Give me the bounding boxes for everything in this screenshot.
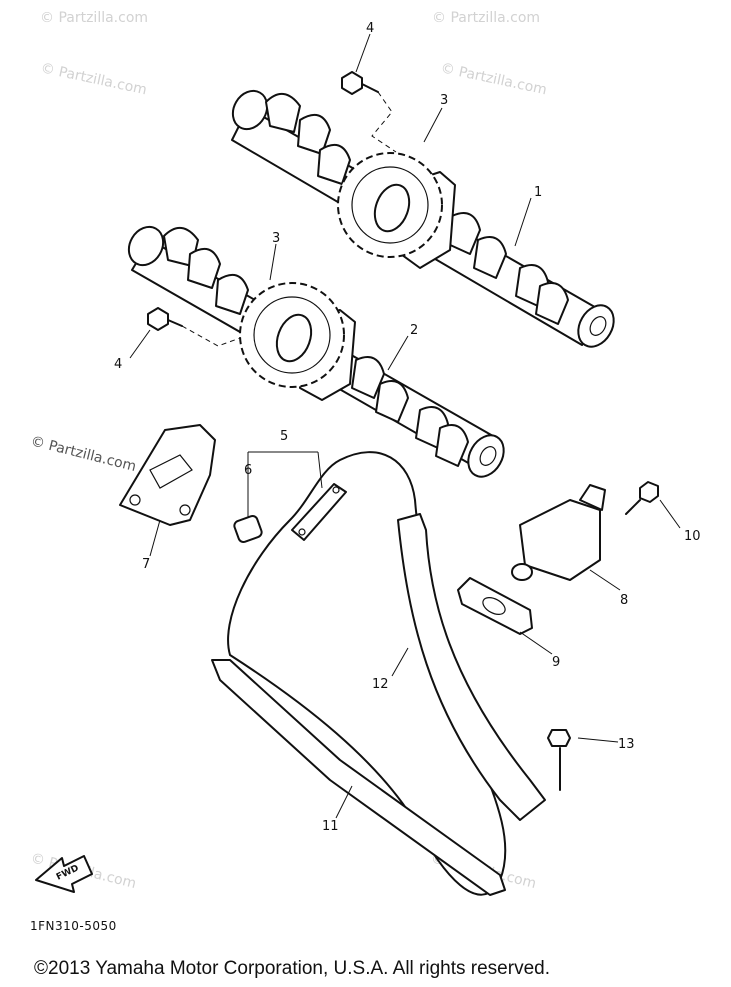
callout-12: 12 (372, 677, 389, 692)
leader-line (335, 785, 353, 819)
chain-joint-6 (233, 514, 263, 544)
chain-joint-5 (291, 483, 347, 541)
tensioner-bolt-10 (625, 481, 659, 515)
callout-11: 11 (322, 819, 339, 834)
callout-5: 5 (280, 429, 288, 444)
callout-6: 6 (244, 463, 252, 478)
callout-13: 13 (618, 737, 635, 752)
cam-sprocket-lower (239, 282, 345, 388)
diagram-part-code: 1FN310-5050 (30, 919, 117, 933)
callout-3: 3 (440, 93, 448, 108)
callout-10: 10 (684, 529, 701, 544)
leader-line (149, 519, 161, 557)
leader-line (423, 107, 443, 143)
callout-4: 4 (366, 21, 374, 36)
leader-line (269, 243, 277, 281)
watermark: © Partzilla.com (40, 10, 148, 26)
cam-sprocket-upper (337, 152, 443, 258)
sprocket-bolt-lower (147, 307, 241, 347)
watermark: © Partzilla.com (439, 60, 548, 98)
callout-3: 3 (272, 231, 280, 246)
leader-line (659, 499, 681, 529)
leader-line (589, 569, 621, 591)
leader-line (355, 33, 371, 73)
leader-line (391, 647, 409, 677)
callout-9: 9 (552, 655, 560, 670)
callout-8: 8 (620, 593, 628, 608)
leader-line (514, 197, 532, 247)
watermark: © Partzilla.com (39, 60, 148, 98)
cam-chain (227, 451, 507, 896)
callout-7: 7 (142, 557, 150, 572)
chain-guide-top-7 (119, 424, 216, 526)
leader-line (129, 329, 151, 359)
leader-line (247, 451, 323, 518)
leader-line (387, 335, 409, 371)
forward-arrow-icon: FWD (35, 855, 93, 893)
guide-bolt-13 (547, 729, 571, 791)
watermark: © Partzilla.com (29, 433, 138, 475)
copyright-notice: ©2013 Yamaha Motor Corporation, U.S.A. A… (34, 958, 550, 979)
leader-line (519, 631, 553, 655)
watermark: © Partzilla.com (432, 10, 540, 26)
chain-guide-11 (211, 659, 506, 896)
tensioner-gasket-9 (457, 577, 533, 635)
callout-2: 2 (410, 323, 418, 338)
leader-line (577, 737, 619, 743)
chain-tensioner-guide-12 (397, 513, 546, 821)
cam-chain-tensioner-8 (511, 484, 606, 581)
callout-1: 1 (534, 185, 542, 200)
callout-4: 4 (114, 357, 122, 372)
sprocket-bolt-upper (341, 71, 397, 153)
